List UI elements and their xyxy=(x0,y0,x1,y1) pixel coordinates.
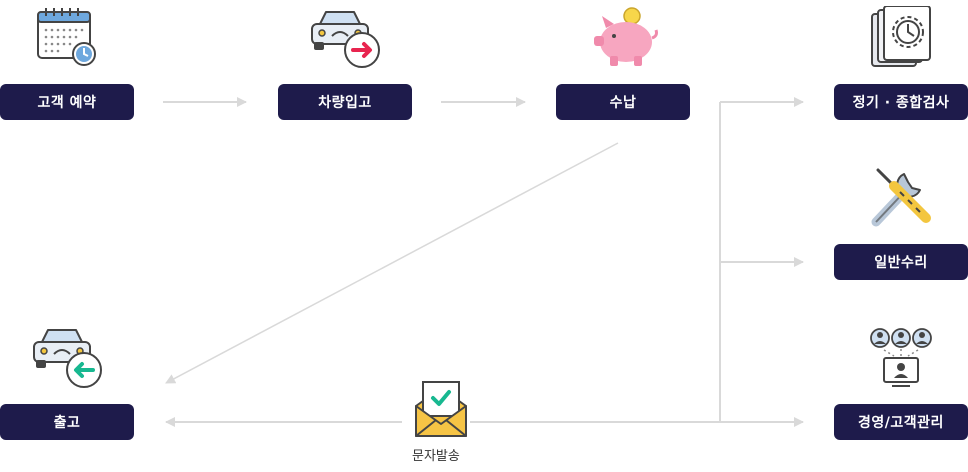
node-vehicle-in-label: 차량입고 xyxy=(318,95,372,111)
node-inspection-label: 정기 · 종합검사 xyxy=(852,95,950,111)
node-reservation-label: 고객 예약 xyxy=(37,95,97,111)
node-repair: 일반수리 xyxy=(834,244,968,280)
node-repair-label: 일반수리 xyxy=(874,255,928,271)
car-out-icon xyxy=(32,324,106,394)
node-management-label: 경영/고객관리 xyxy=(858,415,944,431)
car-in-icon xyxy=(310,6,384,76)
document-gear-icon xyxy=(870,5,934,74)
node-release-label: 출고 xyxy=(53,415,81,431)
envelope-check-icon xyxy=(412,380,470,442)
node-payment: 수납 xyxy=(556,84,690,120)
wrench-screwdriver-icon xyxy=(868,166,934,232)
calendar-icon xyxy=(34,6,98,72)
customer-network-icon xyxy=(868,324,934,394)
node-reservation: 고객 예약 xyxy=(0,84,134,120)
node-management: 경영/고객관리 xyxy=(834,404,968,440)
piggy-bank-icon xyxy=(592,6,658,72)
arrow-payment-to-release xyxy=(165,142,619,384)
node-payment-label: 수납 xyxy=(609,95,637,111)
node-inspection: 정기 · 종합검사 xyxy=(834,84,968,120)
node-vehicle-in: 차량입고 xyxy=(278,84,412,120)
sms-caption: 문자발송 xyxy=(412,449,460,464)
node-release: 출고 xyxy=(0,404,134,440)
